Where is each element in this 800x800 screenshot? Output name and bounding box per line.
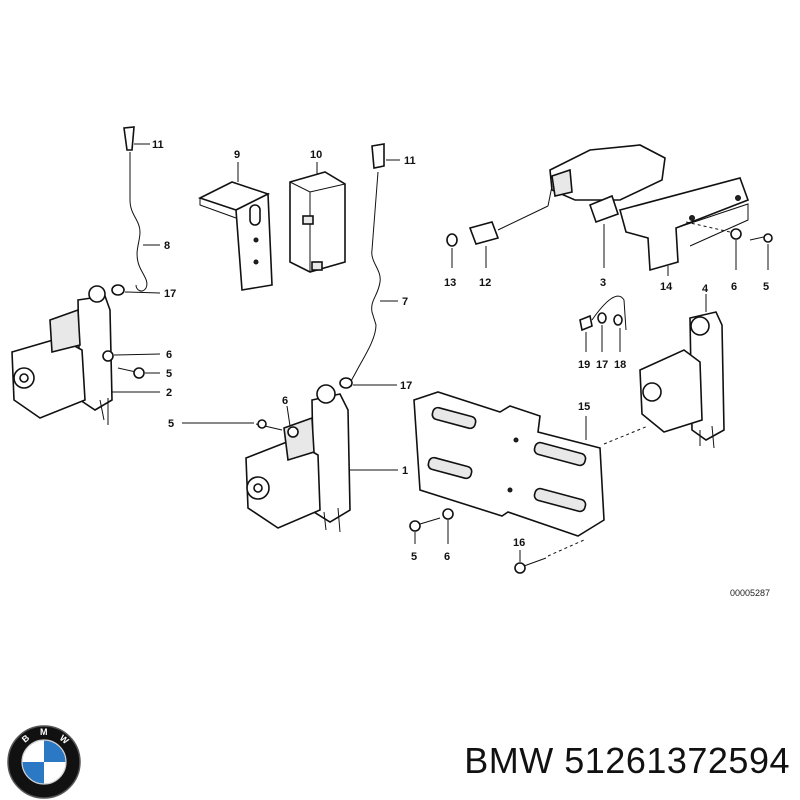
callout-2: 2 xyxy=(166,387,172,399)
part-7-rod-center xyxy=(349,171,398,387)
part-17-clip-center xyxy=(339,377,397,389)
callout-1: 1 xyxy=(402,465,408,477)
part-5-screw-plate xyxy=(409,517,441,544)
part-5-screw-right xyxy=(685,221,773,270)
part-18-cable xyxy=(591,295,627,352)
part-2-actuator-left xyxy=(11,285,160,425)
part-19-switch xyxy=(579,314,593,352)
part-11-cap-left xyxy=(123,126,150,151)
callout-5-left: 5 xyxy=(166,368,172,380)
svg-text:M: M xyxy=(40,727,48,737)
part-6-washer-right xyxy=(730,228,742,270)
callout-15: 15 xyxy=(578,401,590,413)
callout-17-right: 17 xyxy=(596,359,608,371)
callout-18: 18 xyxy=(614,359,626,371)
callout-17-left: 17 xyxy=(164,288,176,300)
part-17-clip-right xyxy=(597,312,607,352)
callout-5-right: 5 xyxy=(763,281,769,293)
callout-3: 3 xyxy=(600,277,606,289)
part-16-screw-plate xyxy=(514,539,585,574)
callout-5-plate: 5 xyxy=(411,551,417,563)
callout-14: 14 xyxy=(660,281,673,293)
diagram-reference-number: 00005287 xyxy=(730,588,770,598)
part-5-screw-left xyxy=(117,367,160,379)
callout-5-center: 5 xyxy=(168,418,174,430)
part-8-rod-left xyxy=(129,152,160,292)
part-17-clip-left xyxy=(111,284,161,296)
part-10-control-module xyxy=(289,162,346,273)
callout-12: 12 xyxy=(479,277,491,289)
part-12-connector xyxy=(468,205,549,268)
callout-8: 8 xyxy=(164,240,170,252)
callout-13: 13 xyxy=(444,277,456,289)
callout-9: 9 xyxy=(234,149,240,161)
callout-10: 10 xyxy=(310,149,322,161)
callout-11-center: 11 xyxy=(404,155,416,167)
callout-6-left: 6 xyxy=(166,349,172,361)
part-5-screw-center xyxy=(182,419,283,431)
callout-19: 19 xyxy=(578,359,590,371)
callout-6-right: 6 xyxy=(731,281,737,293)
callout-11-left: 11 xyxy=(152,139,164,151)
part-6-washer-center xyxy=(286,405,299,438)
callout-16: 16 xyxy=(513,537,525,549)
svg-text:B: B xyxy=(20,732,32,744)
part-13-grommet xyxy=(446,233,458,268)
part-15-mounting-plate xyxy=(413,391,649,537)
part-9-bracket xyxy=(197,162,273,291)
part-1-actuator-center xyxy=(245,384,398,533)
part-11-cap-center xyxy=(371,143,400,169)
callout-7: 7 xyxy=(402,296,408,308)
callout-4: 4 xyxy=(702,283,709,295)
callout-6-center: 6 xyxy=(282,395,288,407)
callout-6-plate: 6 xyxy=(444,551,450,563)
part-6-washer-left xyxy=(102,350,161,362)
part-6-washer-plate xyxy=(442,508,454,544)
part-4-actuator-right xyxy=(639,294,725,449)
part-14-mounting-bracket xyxy=(619,177,750,276)
callout-17-center: 17 xyxy=(400,380,412,392)
part-number-caption: BMW 51261372594 xyxy=(464,740,790,781)
part-3-central-lock-actuator xyxy=(547,144,666,268)
bmw-logo: B M W xyxy=(7,725,81,799)
